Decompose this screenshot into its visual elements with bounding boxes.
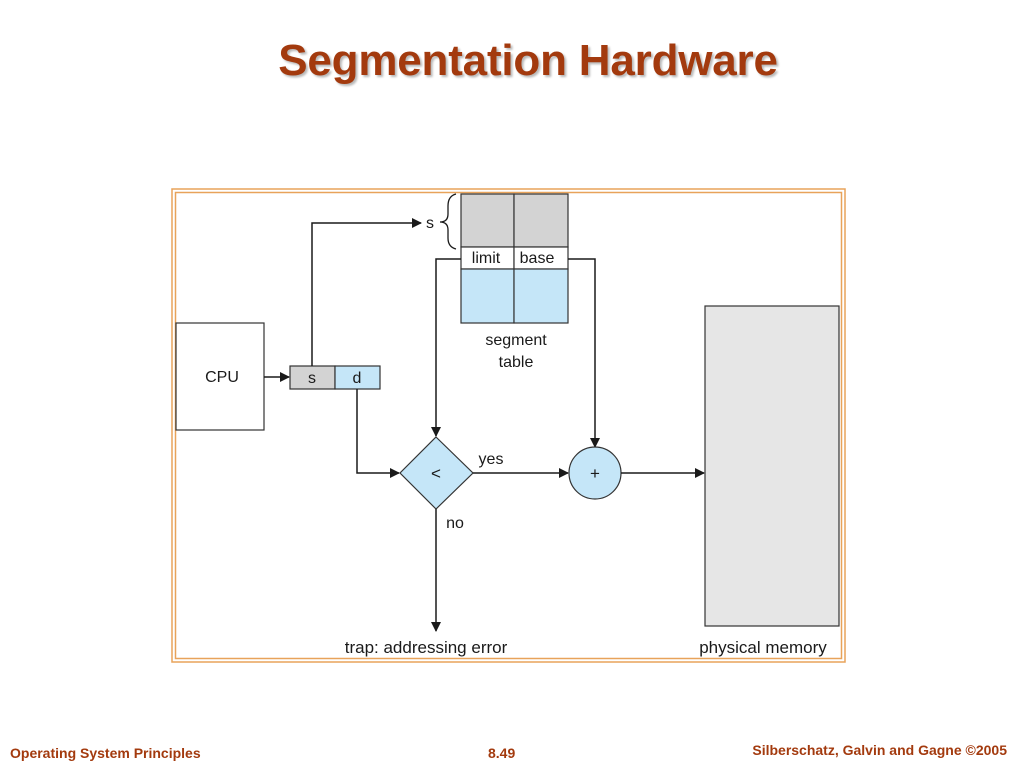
address-s-label: s [308, 370, 316, 387]
yes-label: yes [479, 451, 504, 468]
cpu-box [175, 322, 265, 431]
table-caption-line1: segment [485, 332, 547, 349]
d-to-compare-arrow [356, 389, 400, 478]
s-to-table-arrow [311, 218, 422, 366]
slide-title: Segmentation Hardware [278, 36, 778, 85]
adder-symbol: + [590, 464, 600, 483]
segment-table-gray-left [460, 193, 515, 248]
trap-label: trap: addressing error [345, 638, 508, 657]
footer-course: Operating System Principles [10, 745, 201, 761]
segment-table-blue-right [513, 268, 569, 324]
footer-copyright: Silberschatz, Galvin and Gagne ©2005 [752, 742, 1007, 758]
compare-symbol: < [431, 464, 441, 483]
cpu-label: CPU [205, 369, 239, 386]
segment-table-blue-left [460, 268, 515, 324]
footer-page-number: 8.49 [488, 745, 516, 761]
base-to-adder-arrow [568, 258, 600, 448]
limit-to-compare-arrow [431, 258, 461, 437]
no-label: no [446, 515, 464, 532]
table-caption-line2: table [499, 354, 534, 371]
table-base-label: base [520, 250, 555, 267]
memory-label: physical memory [699, 638, 827, 657]
selector-s-label: s [426, 215, 434, 232]
physical-memory-box [704, 305, 840, 627]
segment-table-gray-right [513, 193, 569, 248]
segment-brace [439, 193, 457, 250]
diagram-frame-outer [171, 188, 846, 663]
table-limit-label: limit [472, 250, 501, 267]
address-d-label: d [353, 370, 362, 387]
